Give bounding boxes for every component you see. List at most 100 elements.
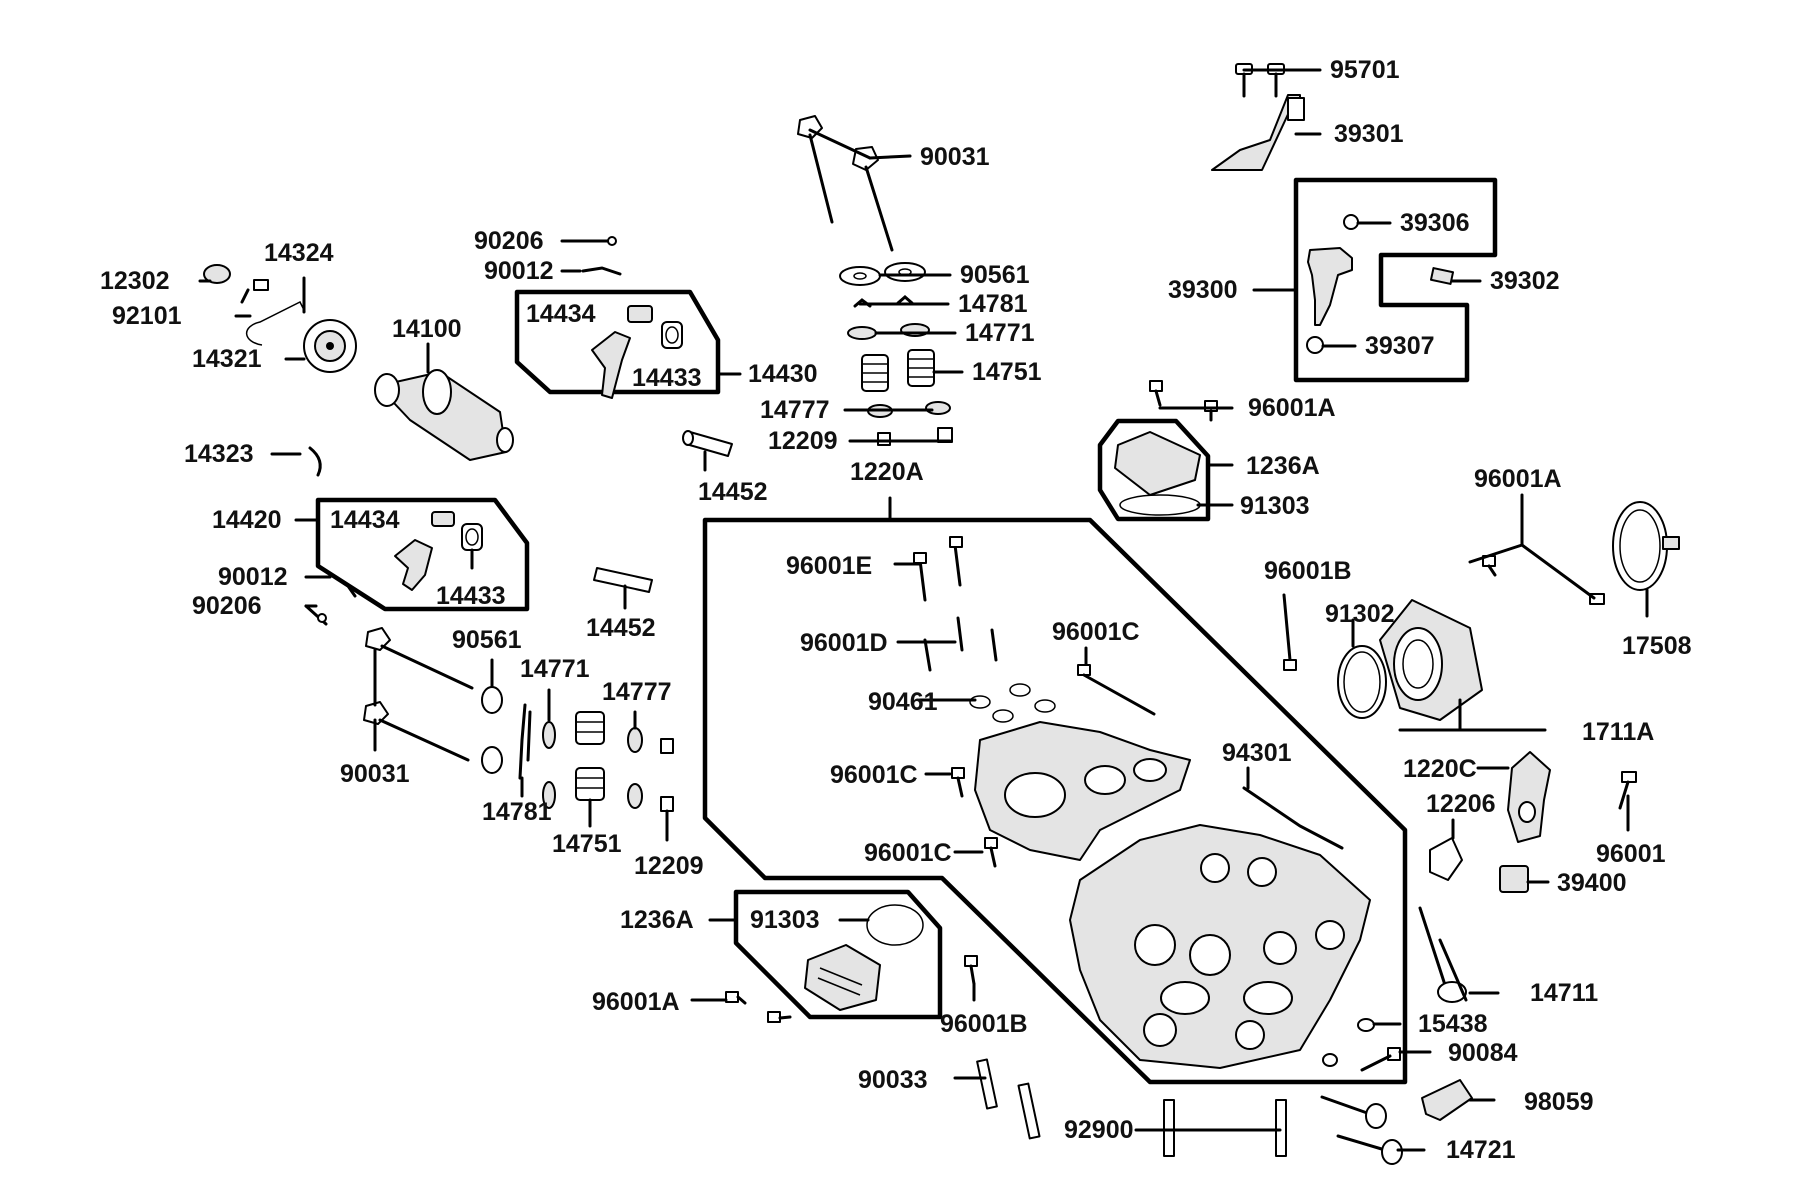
label-91302: 91302 bbox=[1325, 600, 1395, 628]
bolt-96001B-bottom-sketch bbox=[964, 955, 978, 986]
label-14420: 14420 bbox=[212, 506, 282, 534]
rocker-arm-group-box-14420 bbox=[315, 497, 530, 612]
label-14433-top: 14433 bbox=[632, 364, 702, 392]
label-96001: 96001 bbox=[1596, 840, 1666, 868]
label-90031-left: 90031 bbox=[340, 760, 410, 788]
label-91303-bottom: 91303 bbox=[750, 906, 820, 934]
bolts-90031-left-sketch bbox=[363, 627, 474, 762]
label-14777-top: 14777 bbox=[760, 396, 830, 424]
studs-90033-sketch bbox=[976, 1058, 1041, 1140]
label-91303-top: 91303 bbox=[1240, 492, 1310, 520]
seal-90084-plug-98059-sketch bbox=[1322, 1018, 1473, 1121]
label-90561-top: 90561 bbox=[960, 261, 1030, 289]
label-90084: 90084 bbox=[1448, 1039, 1518, 1067]
label-15438: 15438 bbox=[1418, 1010, 1488, 1038]
label-39400: 39400 bbox=[1557, 869, 1627, 897]
label-14751-left: 14751 bbox=[552, 830, 622, 858]
label-39300: 39300 bbox=[1168, 276, 1238, 304]
clamp-17508-sketch bbox=[1482, 501, 1680, 605]
bolts-90031-top-sketch bbox=[797, 115, 894, 252]
label-14324: 14324 bbox=[264, 239, 334, 267]
label-14771-left: 14771 bbox=[520, 655, 590, 683]
label-14433-left: 14433 bbox=[436, 582, 506, 610]
cylinder-head-sketch bbox=[1069, 824, 1371, 1069]
valve-14711-sketch bbox=[1418, 906, 1468, 1003]
label-96001C-a: 96001C bbox=[1052, 618, 1140, 646]
label-94301: 94301 bbox=[1222, 739, 1292, 767]
cam-sprocket-14321-sketch bbox=[203, 264, 357, 373]
label-96001C-b: 96001C bbox=[830, 761, 918, 789]
label-92900: 92900 bbox=[1064, 1116, 1134, 1144]
label-90206-left: 90206 bbox=[192, 592, 262, 620]
injector-group-box-39300 bbox=[1293, 177, 1498, 383]
label-90033: 90033 bbox=[858, 1066, 928, 1094]
label-96001A-right: 96001A bbox=[1474, 465, 1562, 493]
label-1236A-bottom: 1236A bbox=[620, 906, 694, 934]
label-1220A: 1220A bbox=[850, 458, 924, 486]
valves-14721-sketch bbox=[1320, 1095, 1403, 1165]
pins-90206-90012-top-sketch bbox=[580, 236, 622, 276]
label-14452-top: 14452 bbox=[698, 478, 768, 506]
rocker-shaft-14452-top-sketch bbox=[682, 430, 733, 457]
label-96001A-top: 96001A bbox=[1248, 394, 1336, 422]
label-39307: 39307 bbox=[1365, 332, 1435, 360]
thermostat-1220C-sketch bbox=[1429, 751, 1637, 893]
pins-90012-90206-left-sketch bbox=[304, 574, 357, 626]
label-14781-left: 14781 bbox=[482, 798, 552, 826]
fitting-39301-sketch bbox=[1211, 94, 1305, 171]
part-labels: 95701 39301 39306 39300 39302 39307 9003… bbox=[100, 56, 1692, 1164]
bolts-96001A-bottom-sketch bbox=[725, 991, 792, 1023]
cylinder-head-assembly-box bbox=[702, 517, 1408, 1085]
bolts-96001C-sketch bbox=[951, 664, 1156, 868]
rocker-arm-14430-sketch bbox=[591, 305, 683, 399]
label-98059: 98059 bbox=[1524, 1088, 1594, 1116]
label-95701: 95701 bbox=[1330, 56, 1400, 84]
label-12209-left: 12209 bbox=[634, 852, 704, 880]
label-14721: 14721 bbox=[1446, 1136, 1516, 1164]
label-14751-top: 14751 bbox=[972, 358, 1042, 386]
cover-group-box-1236A-top bbox=[1097, 418, 1211, 522]
label-1236A-top: 1236A bbox=[1246, 452, 1320, 480]
label-1711A: 1711A bbox=[1582, 718, 1654, 746]
label-39306: 39306 bbox=[1400, 209, 1470, 237]
leader-lines bbox=[198, 68, 1649, 1152]
valve-train-stack-top-sketch bbox=[839, 262, 953, 446]
label-14711: 14711 bbox=[1530, 979, 1598, 1007]
label-39302: 39302 bbox=[1490, 267, 1560, 295]
intake-1711A-sketch bbox=[1337, 599, 1483, 721]
label-96001D: 96001D bbox=[800, 629, 888, 657]
label-17508: 17508 bbox=[1622, 632, 1692, 660]
clip-14323-sketch bbox=[308, 446, 322, 477]
label-14781-top: 14781 bbox=[958, 290, 1028, 318]
label-39301: 39301 bbox=[1334, 120, 1404, 148]
label-12206: 12206 bbox=[1426, 790, 1496, 818]
label-12209-top: 12209 bbox=[768, 427, 838, 455]
label-14452-left: 14452 bbox=[586, 614, 656, 642]
label-90561-left: 90561 bbox=[452, 626, 522, 654]
label-90012-top: 90012 bbox=[484, 257, 554, 285]
cover-group-box-1236A-bottom bbox=[733, 889, 943, 1020]
bolt-96001B-top-sketch bbox=[1282, 593, 1297, 671]
injector-39300-sketch bbox=[1306, 214, 1455, 354]
label-14100: 14100 bbox=[392, 315, 462, 343]
label-14434-left: 14434 bbox=[330, 506, 400, 534]
camshaft-14100-sketch bbox=[374, 369, 514, 461]
label-14323: 14323 bbox=[184, 440, 254, 468]
label-14430: 14430 bbox=[748, 360, 818, 388]
label-90206-top: 90206 bbox=[474, 227, 544, 255]
cover-1236A-top-sketch bbox=[1114, 380, 1218, 516]
rocker-arm-14420-sketch bbox=[394, 511, 483, 591]
label-90461: 90461 bbox=[868, 688, 938, 716]
label-96001C-c: 96001C bbox=[864, 839, 952, 867]
label-14434-top: 14434 bbox=[526, 300, 596, 328]
label-12302: 12302 bbox=[100, 267, 170, 295]
label-92101: 92101 bbox=[112, 302, 182, 330]
label-14321: 14321 bbox=[192, 345, 262, 373]
label-96001B-top: 96001B bbox=[1264, 557, 1352, 585]
label-14771-top: 14771 bbox=[965, 319, 1035, 347]
rocker-arm-group-box-14430 bbox=[514, 289, 721, 395]
label-96001E: 96001E bbox=[786, 552, 872, 580]
label-14777-left: 14777 bbox=[602, 678, 672, 706]
label-90012-left: 90012 bbox=[218, 563, 288, 591]
label-90031-top: 90031 bbox=[920, 143, 990, 171]
